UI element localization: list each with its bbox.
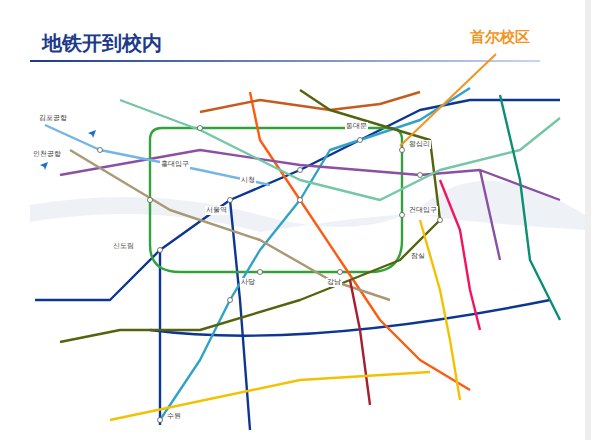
station-name: 왕십리	[408, 140, 431, 149]
station-name: 시청	[240, 176, 256, 185]
title-underline	[30, 60, 540, 62]
station-dot	[400, 148, 405, 153]
line-1	[35, 100, 560, 300]
station-name: 동대문	[345, 122, 368, 131]
station-dot	[148, 198, 153, 203]
line-5	[60, 150, 560, 260]
station-dot	[400, 213, 405, 218]
slide-title: 地铁开到校内	[42, 30, 162, 57]
line-1-south	[150, 300, 550, 336]
station-name: 강남	[326, 278, 342, 287]
station-name: 수원	[166, 412, 182, 421]
station-dot	[98, 148, 103, 153]
suin-line	[110, 372, 430, 420]
line-8	[440, 180, 480, 330]
station-name: 신도림	[112, 242, 135, 251]
gyeongchun-line	[500, 95, 560, 320]
line-9	[70, 150, 390, 300]
station-dot	[338, 270, 343, 275]
station-name: 김포공항	[38, 114, 68, 123]
station-dot	[418, 173, 423, 178]
station-dots	[98, 126, 443, 423]
station-name: 홍대입구	[160, 160, 190, 169]
side-strip	[585, 0, 591, 440]
station-dot	[258, 270, 263, 275]
subway-lines	[35, 88, 560, 430]
airplane-icon	[88, 130, 96, 138]
callout-label: 首尔校区	[470, 28, 530, 47]
line-7	[60, 90, 440, 342]
line-6	[200, 92, 420, 112]
airport-line	[45, 125, 270, 185]
station-name: 서울역	[205, 206, 228, 215]
station-dot	[298, 168, 303, 173]
station-dot	[438, 218, 443, 223]
shinbundang-line	[350, 280, 370, 405]
station-dot	[158, 418, 163, 423]
gyeongui-line	[120, 100, 560, 200]
station-dot	[228, 298, 233, 303]
line-3	[250, 92, 470, 390]
station-dot	[158, 248, 163, 253]
station-name: 잠실	[410, 252, 426, 261]
station-name: 건대입구	[408, 206, 438, 215]
callout-leader	[400, 54, 496, 146]
station-dot	[358, 138, 363, 143]
station-dot	[298, 198, 303, 203]
station-dot	[228, 198, 233, 203]
station-dot	[198, 126, 203, 131]
station-name: 인천공항	[32, 150, 62, 159]
station-name: 사당	[240, 278, 256, 287]
line-1-branch	[160, 200, 250, 430]
airplane-icon	[40, 162, 48, 170]
